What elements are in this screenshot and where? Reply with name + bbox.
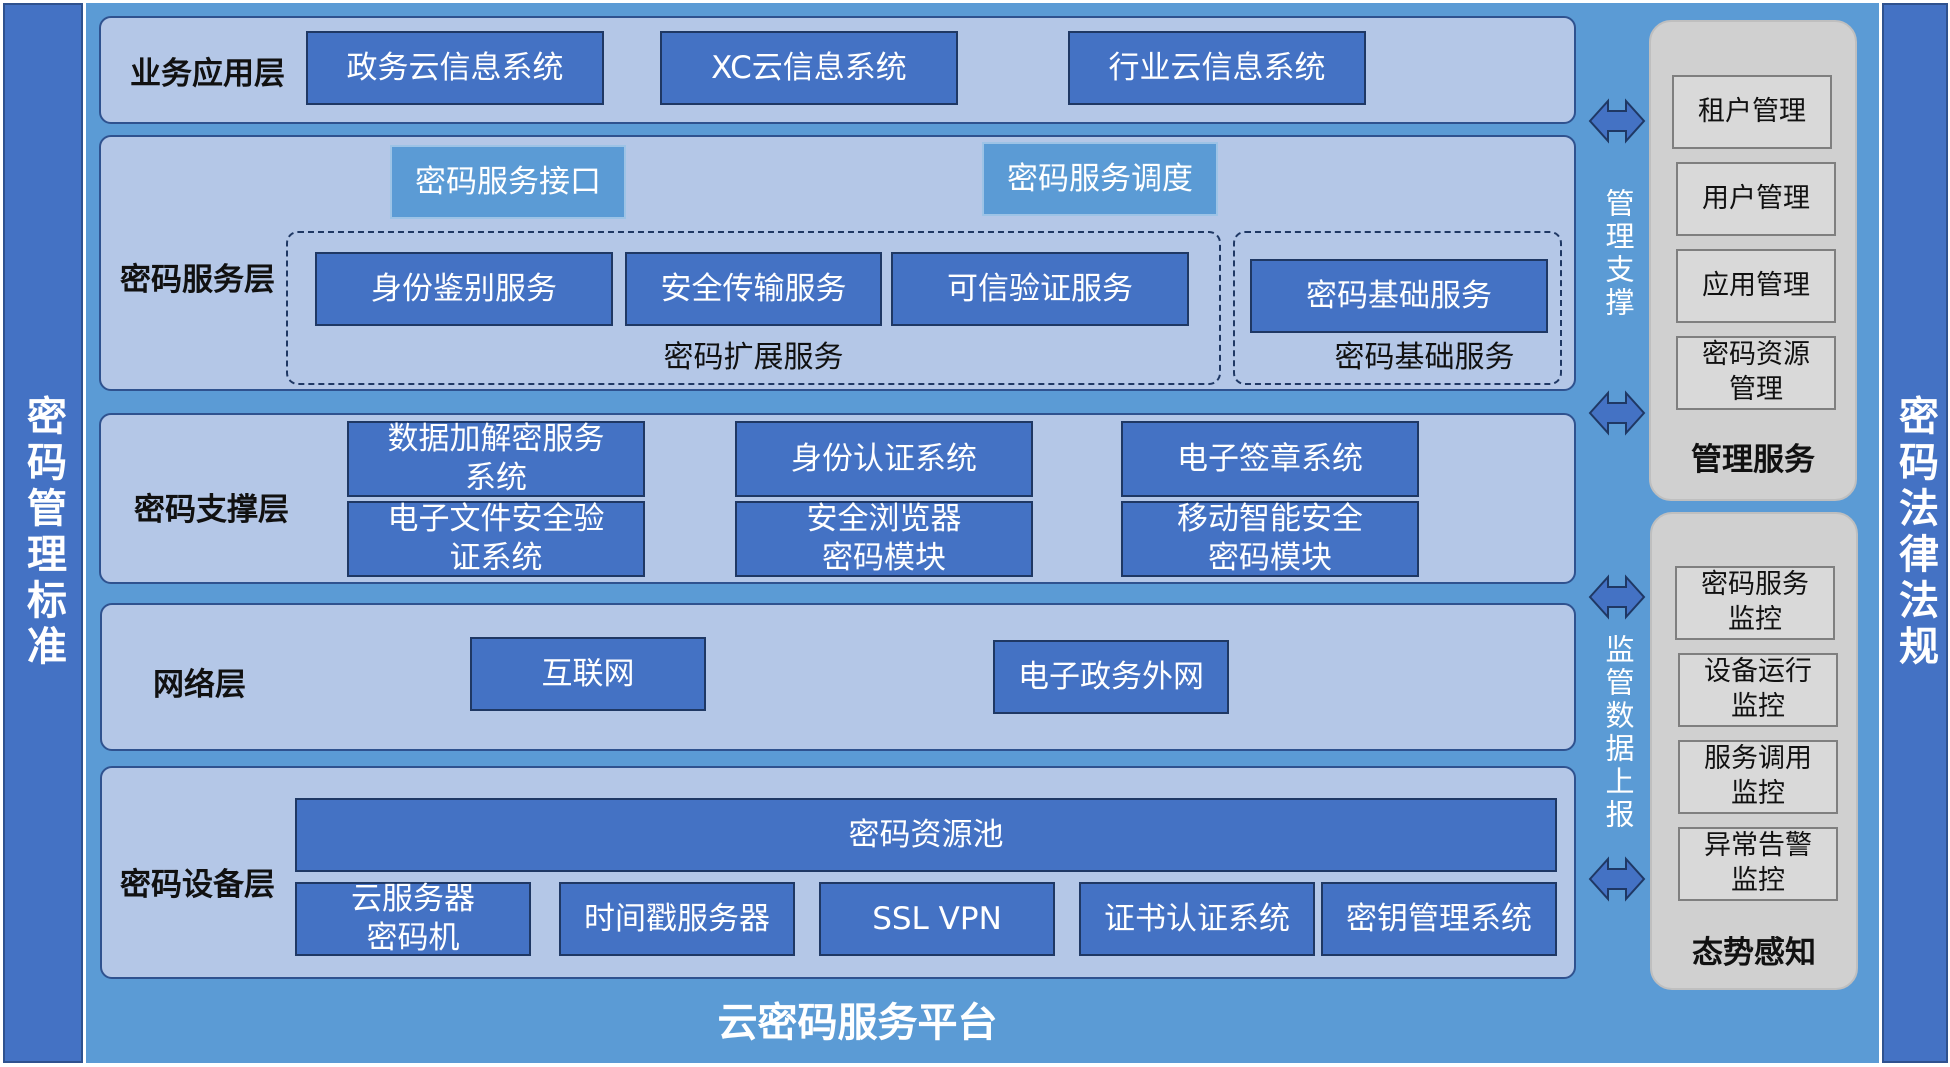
platform-title: 云密码服务平台: [717, 1000, 998, 1046]
e-document-verification-system: 电子文件安全验 证系统: [347, 501, 645, 577]
internet-box: 互联网: [470, 637, 706, 711]
secure-browser-crypto-module: 安全浏览器 密码模块: [735, 501, 1033, 577]
e-signature-system: 电子签章系统: [1121, 421, 1419, 497]
business-layer-label: 业务应用层: [130, 55, 285, 92]
user-management: 用户管理: [1676, 162, 1836, 236]
egov-extranet-box: 电子政务外网: [993, 640, 1229, 714]
support-layer-label: 密码支撑层: [134, 491, 289, 528]
left-bar-standards: 密码管理标准: [3, 3, 83, 1063]
business-item-xc-cloud: XC云信息系统: [660, 31, 958, 105]
monitoring-report-label: 监管数据上报: [1601, 634, 1635, 832]
management-support-label: 管理支撑: [1601, 188, 1635, 320]
service-interface: 密码服务接口: [390, 145, 626, 219]
secure-transport-service: 安全传输服务: [625, 252, 882, 326]
right-bar-laws: 密码法律法规: [1882, 3, 1948, 1063]
basic-service-caption: 密码基础服务: [1334, 340, 1515, 375]
ssl-vpn: SSL VPN: [819, 882, 1055, 956]
double-arrow-icon: [1588, 98, 1646, 144]
identity-certification-system: 身份认证系统: [735, 421, 1033, 497]
management-panel-title: 管理服务: [1691, 442, 1815, 478]
device-layer-label: 密码设备层: [120, 866, 275, 903]
anomaly-alert-monitoring: 异常告警 监控: [1678, 827, 1838, 901]
trusted-verification-service: 可信验证服务: [891, 252, 1189, 326]
business-item-industry-cloud: 行业云信息系统: [1068, 31, 1366, 105]
situation-panel-title: 态势感知: [1692, 935, 1816, 971]
crypto-service-monitoring: 密码服务 监控: [1675, 566, 1835, 640]
identity-auth-service: 身份鉴别服务: [315, 252, 613, 326]
application-management: 应用管理: [1676, 249, 1836, 323]
basic-service-group: [1233, 231, 1562, 385]
timestamp-server: 时间戳服务器: [559, 882, 795, 956]
service-scheduling: 密码服务调度: [982, 142, 1218, 216]
certificate-authority-system: 证书认证系统: [1079, 882, 1315, 956]
crypto-resource-pool: 密码资源池: [295, 798, 1557, 872]
mobile-crypto-module: 移动智能安全 密码模块: [1121, 501, 1419, 577]
service-layer-label: 密码服务层: [120, 261, 275, 298]
network-layer: [100, 603, 1576, 751]
double-arrow-icon: [1588, 856, 1646, 902]
crypto-resource-management: 密码资源 管理: [1676, 336, 1836, 410]
double-arrow-icon: [1588, 390, 1646, 436]
business-item-gov-cloud: 政务云信息系统: [306, 31, 604, 105]
extended-service-caption: 密码扩展服务: [663, 340, 844, 375]
device-operation-monitoring: 设备运行 监控: [1678, 653, 1838, 727]
tenant-management: 租户管理: [1672, 75, 1832, 149]
key-management-system: 密钥管理系统: [1321, 882, 1557, 956]
extended-service-group: [286, 231, 1221, 385]
cloud-server-crypto-machine: 云服务器 密码机: [295, 881, 531, 956]
basic-service-box: 密码基础服务: [1250, 259, 1548, 333]
double-arrow-icon: [1588, 574, 1646, 620]
data-encryption-system: 数据加解密服务 系统: [347, 421, 645, 497]
network-layer-label: 网络层: [153, 666, 246, 703]
service-call-monitoring: 服务调用 监控: [1678, 740, 1838, 814]
